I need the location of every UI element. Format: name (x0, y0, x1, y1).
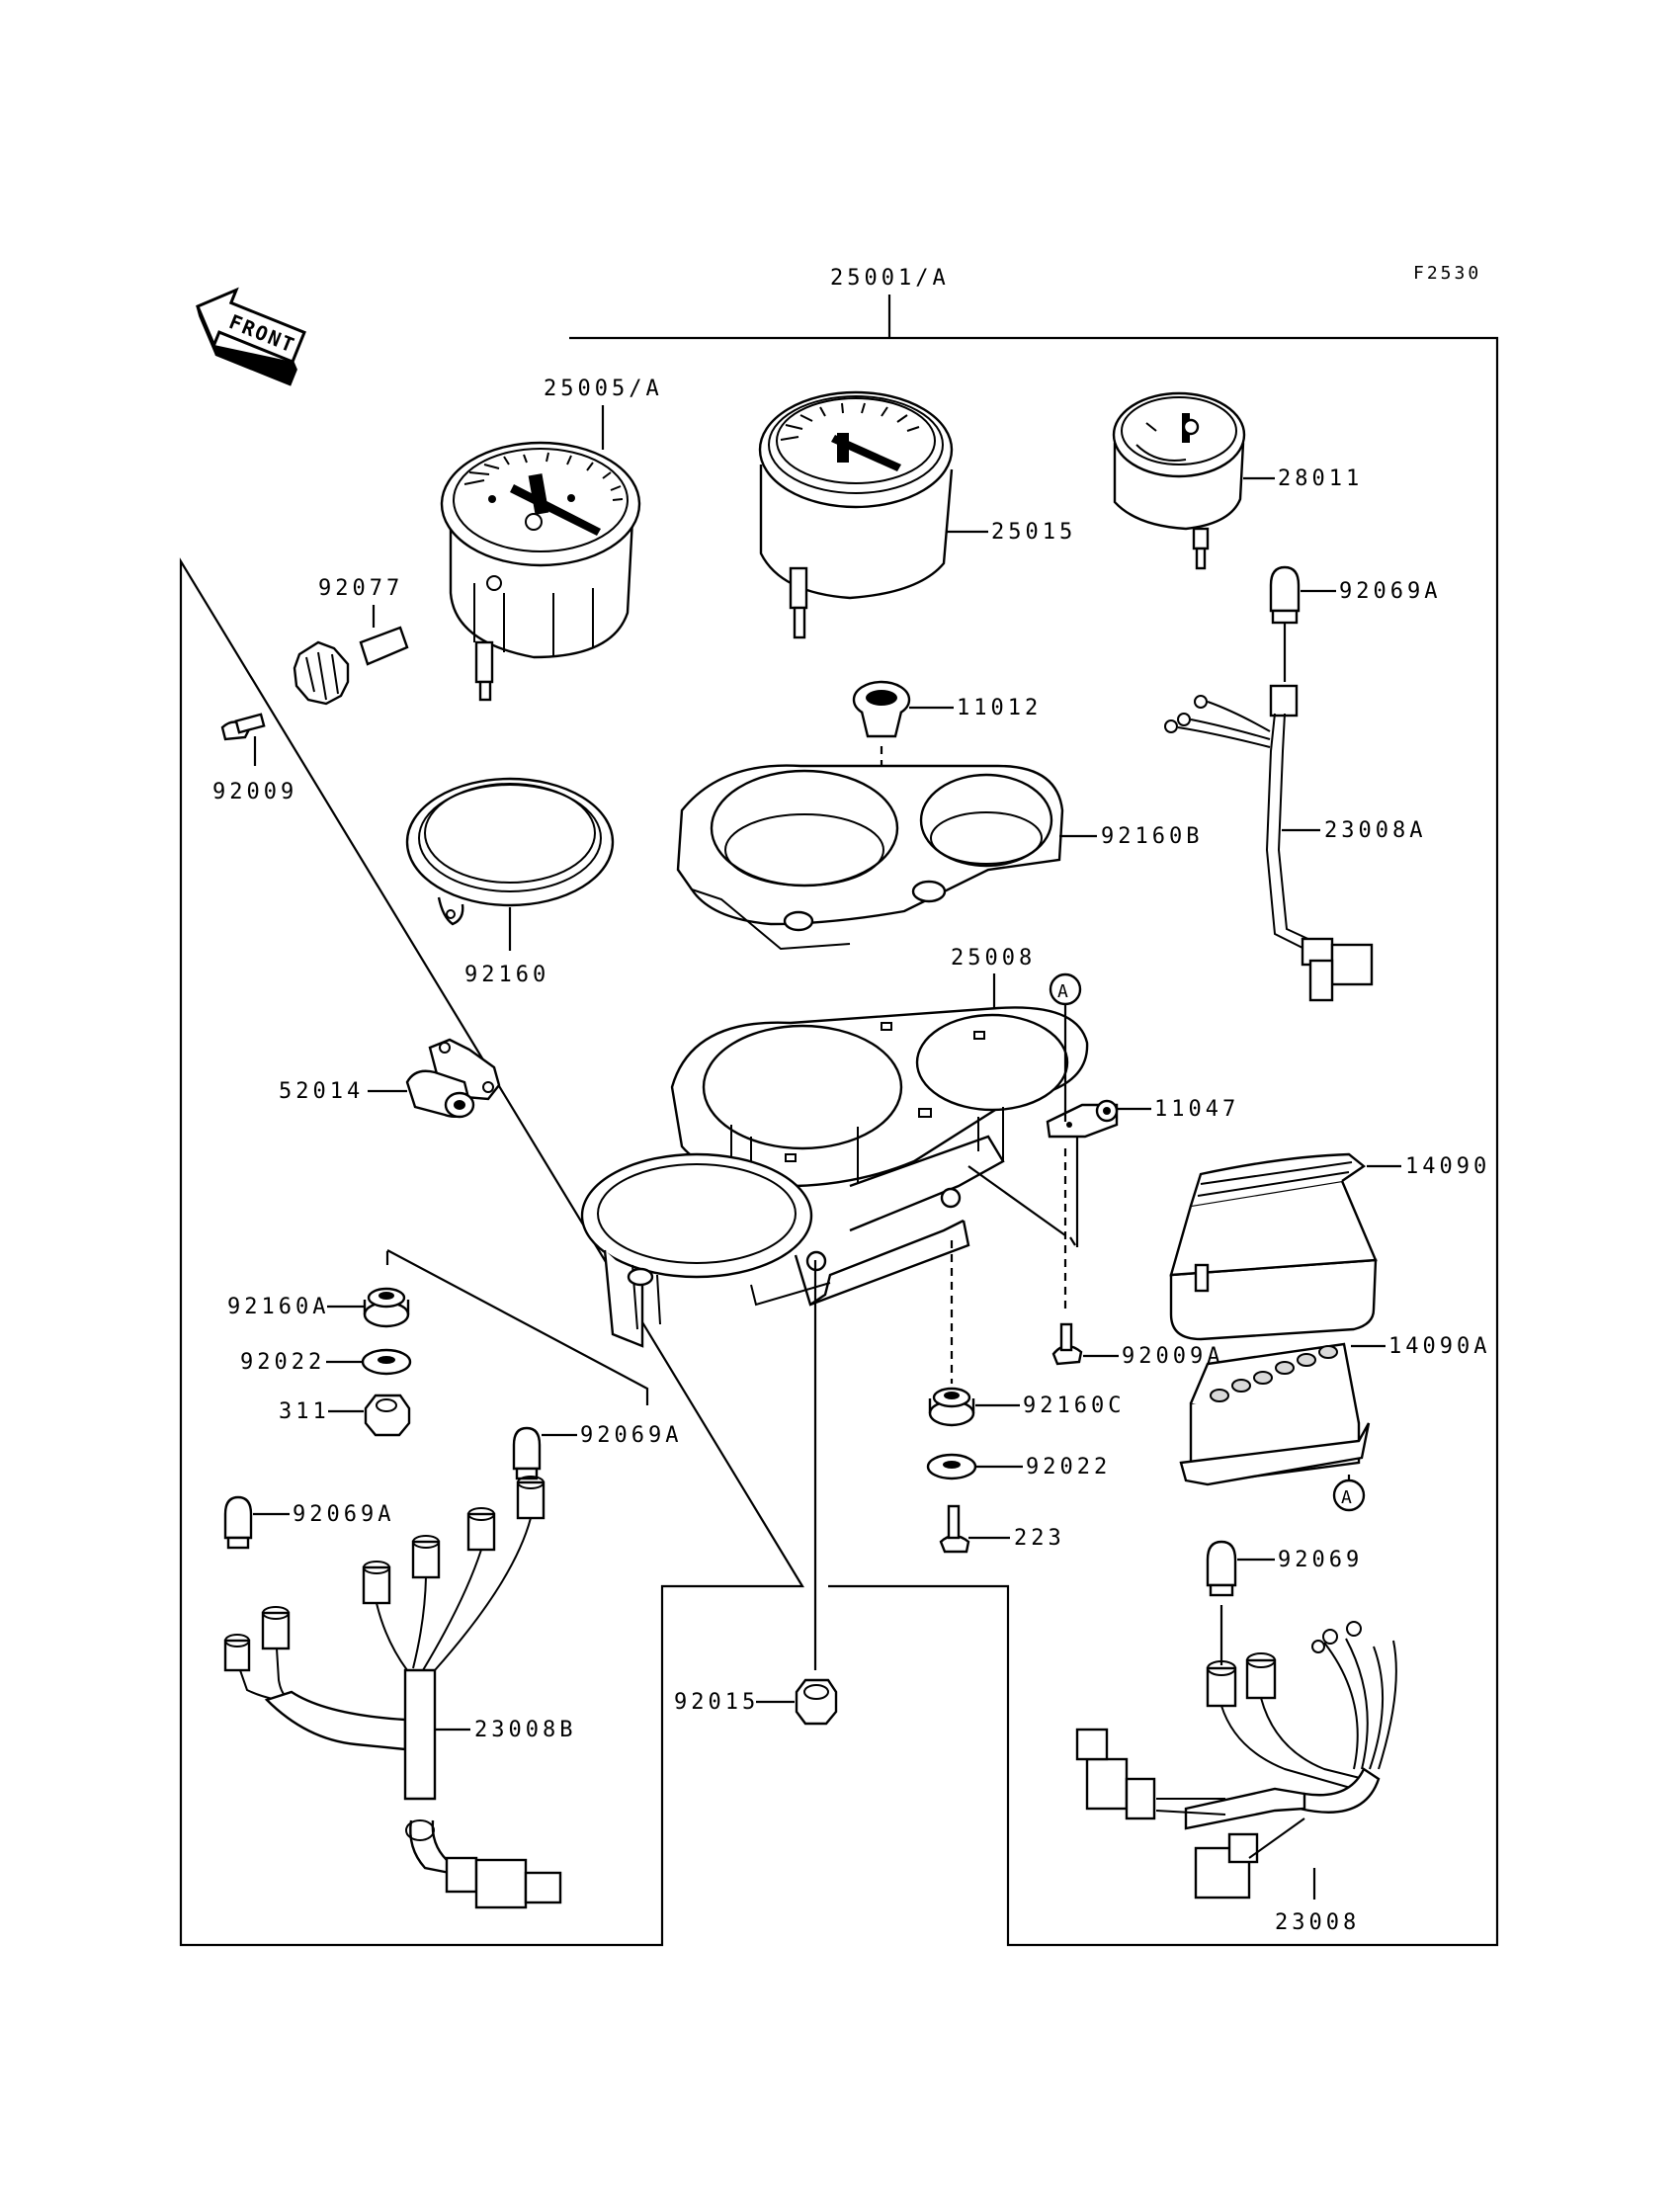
speedometer-25005 (440, 441, 641, 702)
bulb-92069 (1206, 1540, 1237, 1597)
callout-92160B: 92160B (1101, 824, 1203, 849)
ref-a-bottom: A (1341, 1487, 1352, 1508)
screw-92009A (1051, 1322, 1083, 1366)
drive-gear-92077 (293, 626, 409, 706)
callout-14090A: 14090A (1388, 1334, 1490, 1359)
callout-25001: 25001/A (830, 266, 950, 291)
callout-25005: 25005/A (544, 377, 663, 401)
harness-23008B (223, 1476, 562, 1909)
callout-92009: 92009 (212, 780, 297, 804)
callout-223: 223 (1014, 1526, 1065, 1551)
callout-92160C: 92160C (1023, 1394, 1125, 1418)
front-arrow-icon: FRONT (196, 287, 306, 386)
callout-23008B: 23008B (474, 1718, 576, 1742)
ring-92160 (405, 777, 615, 926)
callout-25008: 25008 (951, 946, 1036, 971)
callout-92069A-left: 92069A (293, 1502, 394, 1527)
callout-23008A: 23008A (1324, 818, 1426, 843)
callout-92069: 92069 (1278, 1548, 1363, 1572)
callout-11047: 11047 (1154, 1097, 1239, 1122)
callout-25015: 25015 (991, 520, 1076, 545)
callout-92015: 92015 (674, 1690, 759, 1715)
washer-92022-left (361, 1348, 412, 1376)
indicator-panel-14090A (1179, 1342, 1371, 1486)
callout-92160A: 92160A (227, 1295, 329, 1319)
callout-28011: 28011 (1278, 466, 1363, 491)
housing-bracket-25008 (580, 1152, 970, 1348)
tachometer-25015 (758, 390, 954, 639)
callout-11012: 11012 (957, 696, 1042, 720)
cover-92160B (676, 764, 1064, 951)
nut-92015 (795, 1678, 838, 1726)
switch-52014 (405, 1038, 501, 1119)
callout-92022-left: 92022 (240, 1350, 325, 1375)
callout-23008: 23008 (1275, 1910, 1360, 1935)
bracket-11047 (1046, 1099, 1119, 1139)
bulb-92069A-top (1269, 565, 1301, 625)
screw-223 (939, 1504, 970, 1554)
lens-cover-14090 (1169, 1152, 1378, 1341)
callout-14090: 14090 (1405, 1154, 1490, 1179)
ref-a-top: A (1057, 981, 1068, 1002)
callout-92009A: 92009A (1122, 1344, 1223, 1369)
callout-92069A-mid: 92069A (580, 1423, 682, 1448)
callout-92160: 92160 (464, 963, 549, 987)
figure-code: F2530 (1413, 263, 1481, 284)
callout-92069A-top: 92069A (1339, 579, 1441, 604)
bulb-92069A-mid (512, 1426, 542, 1480)
housing-25008 (670, 1006, 1089, 1232)
harness-23008 (1075, 1605, 1397, 1900)
callout-311: 311 (279, 1399, 330, 1424)
grommet-92160A (363, 1287, 410, 1328)
assembly-outline (179, 336, 1499, 1947)
grommet-92160C (928, 1387, 975, 1427)
bulb-92069A-left (223, 1495, 253, 1550)
screw-92009 (220, 713, 266, 741)
gauge-28011 (1112, 391, 1246, 570)
washer-92022-right (926, 1453, 977, 1480)
callout-92022-right: 92022 (1026, 1455, 1111, 1479)
harness-23008A (1164, 623, 1374, 1002)
nut-311 (364, 1394, 411, 1437)
callout-52014: 52014 (279, 1079, 364, 1104)
callout-92077: 92077 (318, 576, 403, 601)
